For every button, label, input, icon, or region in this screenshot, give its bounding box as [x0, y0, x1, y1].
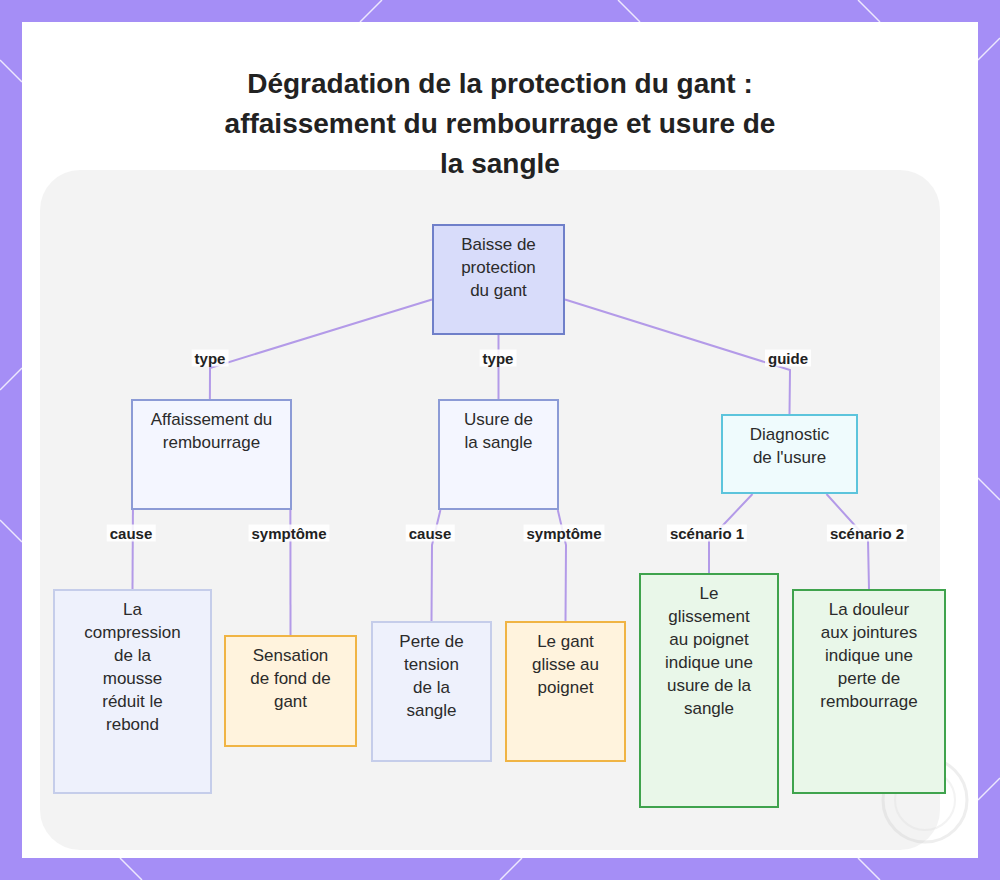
white-panel [22, 22, 978, 858]
concept-box: Perte de tension de la sangle [371, 621, 492, 762]
node-text: Baisse de protection du gant [451, 233, 547, 302]
node-text: Sensation de fond de gant [246, 644, 336, 713]
edge-label: symptôme [523, 525, 604, 542]
edge-label: cause [107, 525, 156, 542]
node-text: La douleur aux jointures indique une per… [815, 598, 923, 713]
connector-line [210, 299, 432, 399]
edge-label: symptôme [248, 525, 329, 542]
edge-label: type [480, 350, 517, 367]
edge-label: cause [406, 525, 455, 542]
edge-label: guide [765, 350, 811, 367]
concept-box: Affaissement du rembourrage [131, 399, 292, 510]
node-text: Perte de tension de la sangle [395, 630, 469, 722]
node-text: La compression de la mousse réduit le re… [84, 598, 182, 736]
concept-box: Le glissement au poignet indique une usu… [639, 573, 779, 808]
connector-line [132, 510, 134, 589]
node-text: Le gant glisse au poignet [525, 630, 607, 699]
concept-box: Baisse de protection du gant [432, 224, 565, 335]
edge-label: scénario 1 [667, 525, 747, 542]
concept-box: Diagnostic de l'usure [721, 414, 858, 494]
connector-line [498, 335, 500, 399]
concept-box: Usure de la sangle [438, 399, 559, 510]
node-text: Diagnostic de l'usure [740, 423, 840, 469]
concept-box: La douleur aux jointures indique une per… [792, 589, 946, 794]
node-text: Usure de la sangle [457, 408, 541, 454]
concept-box: Sensation de fond de gant [224, 635, 357, 747]
concept-box: La compression de la mousse réduit le re… [53, 589, 212, 794]
edge-label: type [192, 350, 229, 367]
node-text: Affaissement du rembourrage [151, 408, 273, 454]
edge-label: scénario 2 [827, 525, 907, 542]
connector-line [826, 494, 869, 589]
concept-box: Le gant glisse au poignet [505, 621, 626, 762]
diagram-title: Dégradation de la protection du gant : a… [210, 64, 790, 184]
node-text: Le glissement au poignet indique une usu… [664, 582, 754, 720]
connector-line [565, 299, 790, 414]
